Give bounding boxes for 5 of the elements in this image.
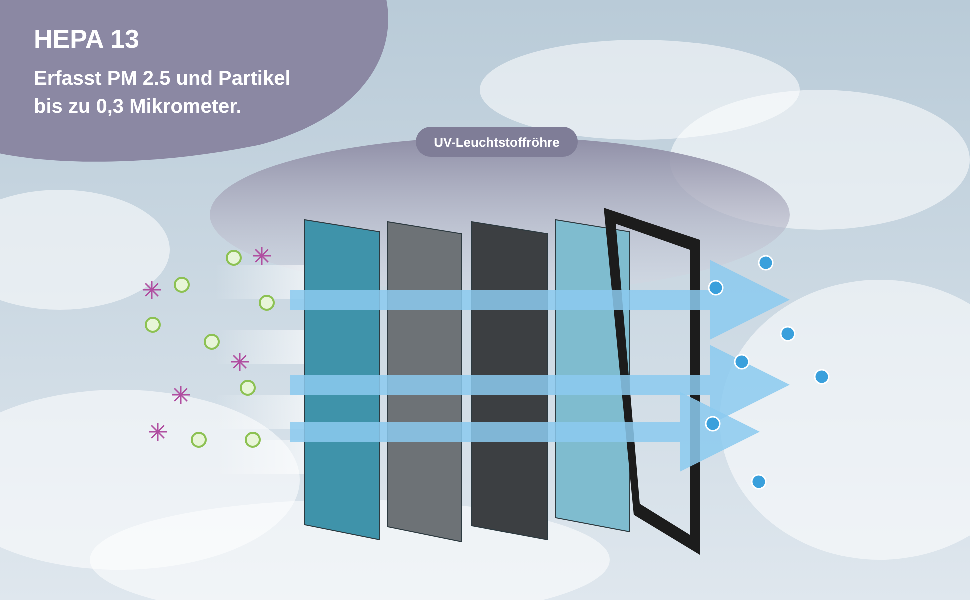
lamp-label: UV-Leuchtstoffröhre <box>434 135 560 150</box>
info-bubble <box>0 0 390 165</box>
heading: HEPA 13 <box>34 24 140 56</box>
description-text: Erfasst PM 2.5 und Partikel bis zu 0,3 Mikrometer. <box>34 67 292 120</box>
lamp-label-pill <box>416 127 578 157</box>
